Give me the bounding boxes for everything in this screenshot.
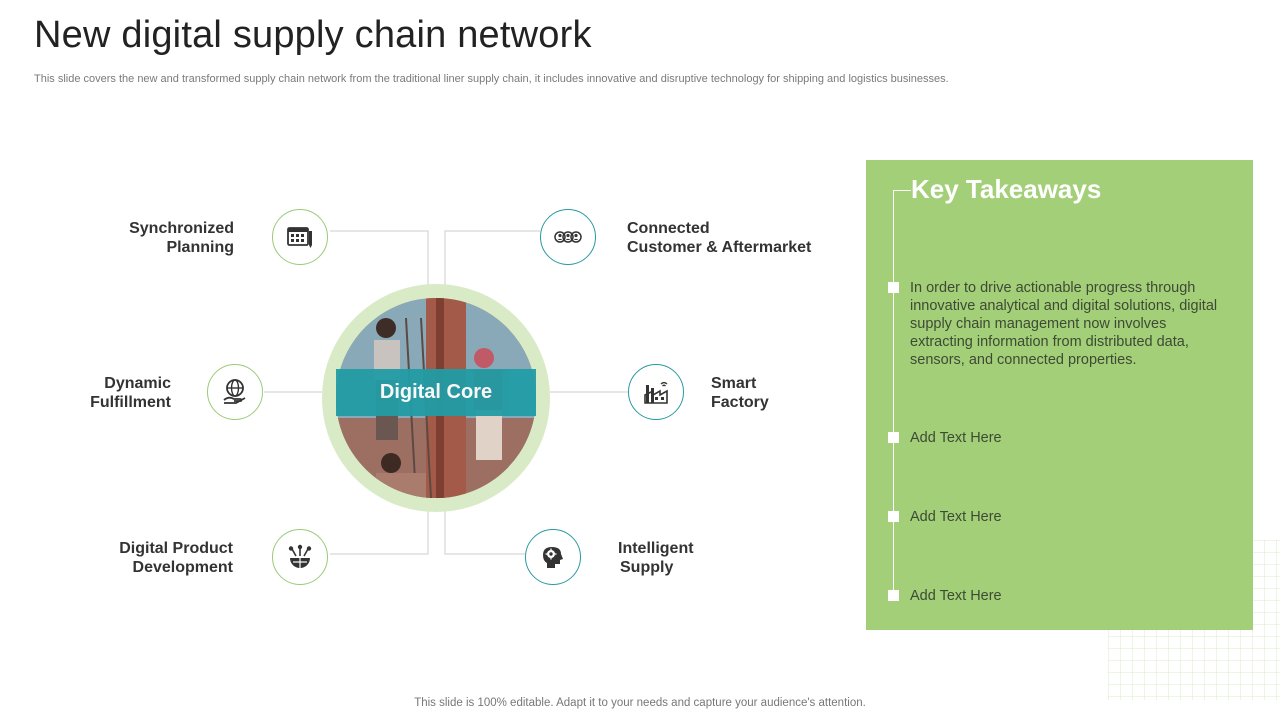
slide-subtitle: This slide covers the new and transforme… [34, 73, 949, 85]
takeaway-item-4: Add Text Here [910, 588, 1002, 604]
panel-vertical-line [893, 190, 894, 600]
factory-icon [644, 381, 668, 404]
label-line: Supply [620, 559, 674, 576]
panel-horizontal-line [893, 190, 911, 191]
label-line: Customer & Aftermarket [627, 239, 812, 256]
takeaway-item-1: In order to drive actionable progress th… [910, 280, 1218, 368]
label-digital-product-development: Digital Product Development [70, 539, 233, 577]
customer-group-icon [554, 231, 582, 243]
label-line: Smart [711, 375, 757, 392]
bullet-marker [888, 282, 899, 293]
node-intelligent-supply[interactable] [525, 529, 581, 585]
takeaway-item-2: Add Text Here [910, 430, 1002, 446]
label-intelligent-supply: Intelligent Supply [618, 539, 728, 577]
label-line: Intelligent [618, 540, 694, 557]
label-dynamic-fulfillment: Dynamic Fulfillment [40, 374, 171, 412]
label-line: Dynamic [104, 375, 171, 392]
key-takeaways-title: Key Takeaways [911, 174, 1102, 204]
label-line: Connected [627, 220, 710, 237]
label-line: Development [132, 559, 233, 576]
slide-title: New digital supply chain network [34, 14, 592, 56]
node-digital-product-development[interactable] [272, 529, 328, 585]
globe-hand-icon [223, 379, 246, 404]
slide-footer: This slide is 100% editable. Adapt it to… [414, 697, 866, 709]
label-line: Digital Product [119, 540, 233, 557]
takeaway-item-3: Add Text Here [910, 509, 1002, 525]
connector-intelligent-supply [444, 510, 525, 555]
label-synchronized-planning: Synchronized Planning [90, 219, 234, 257]
bullet-marker [888, 590, 899, 601]
connector-synchronized-planning [330, 230, 429, 285]
digital-core-label: Digital Core [336, 369, 536, 416]
bullet-marker [888, 511, 899, 522]
label-line: Fulfillment [90, 394, 171, 411]
key-takeaways-panel: Key Takeaways In order to drive actionab… [866, 160, 1253, 630]
connector-digital-product [330, 510, 429, 555]
bullet-marker [888, 432, 899, 443]
label-line: Factory [711, 394, 769, 411]
calendar-planner-icon [287, 227, 312, 248]
brain-gear-icon [543, 547, 563, 568]
node-dynamic-fulfillment[interactable] [207, 364, 263, 420]
label-connected-customer: Connected Customer & Aftermarket [627, 219, 837, 257]
node-connected-customer[interactable] [540, 209, 596, 265]
globe-network-icon [288, 544, 312, 568]
label-smart-factory: Smart Factory [711, 374, 791, 412]
label-line: Planning [166, 239, 234, 256]
node-synchronized-planning[interactable] [272, 209, 328, 265]
connector-connected-customer [444, 230, 540, 285]
label-line: Synchronized [129, 220, 234, 237]
node-smart-factory[interactable] [628, 364, 684, 420]
